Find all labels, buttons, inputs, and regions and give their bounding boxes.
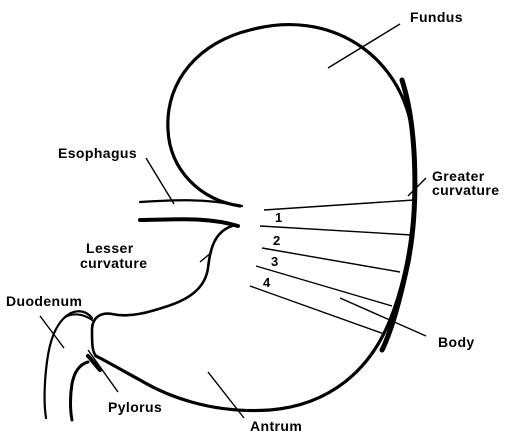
fundus-label: Fundus bbox=[410, 9, 463, 25]
zone-number-2: 2 bbox=[273, 233, 280, 248]
zone-line-5 bbox=[250, 286, 384, 334]
esophagus-label: Esophagus bbox=[58, 145, 137, 161]
zone-number-4: 4 bbox=[263, 275, 271, 290]
fundus-leader bbox=[328, 24, 400, 68]
zone-line-1 bbox=[264, 200, 414, 210]
zone-number-3: 3 bbox=[271, 254, 278, 269]
zone-line-3 bbox=[262, 248, 400, 272]
zone-number-1: 1 bbox=[275, 210, 282, 225]
lesser-curvature-label-line2: curvature bbox=[80, 255, 147, 271]
esophagus-leader bbox=[146, 158, 174, 204]
lesser-curvature-label-line1: Lesser bbox=[86, 240, 134, 256]
zone-line-4 bbox=[256, 266, 392, 306]
zone-line-2 bbox=[260, 226, 412, 235]
duodenum-inner-outline bbox=[71, 362, 89, 420]
greater-curvature-label-line2: curvature bbox=[432, 182, 499, 198]
antrum-label: Antrum bbox=[250, 418, 302, 434]
body-label: Body bbox=[438, 334, 475, 350]
greater-curvature-thick bbox=[382, 80, 415, 350]
stomach-greater-curvature-outline bbox=[96, 25, 415, 411]
pylorus-leader bbox=[88, 350, 118, 392]
esophagus-upper-wall bbox=[140, 200, 242, 206]
duodenum-label: Duodenum bbox=[6, 293, 82, 309]
esophagus-lower-wall bbox=[140, 219, 238, 226]
antrum-leader bbox=[208, 372, 244, 418]
pylorus-label: Pylorus bbox=[108, 399, 162, 415]
